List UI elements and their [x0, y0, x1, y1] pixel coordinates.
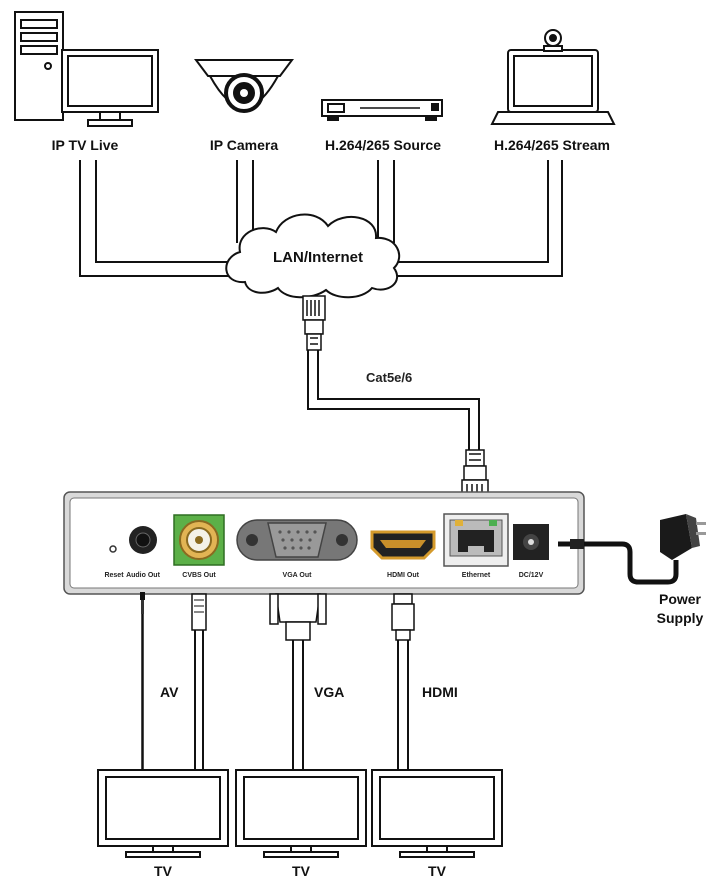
hdmi-cable: [391, 593, 415, 770]
audio-cable: [140, 592, 145, 770]
power-cable: [558, 539, 679, 585]
power-adapter-icon: [660, 514, 706, 560]
cvbs-cable: [191, 593, 207, 770]
cvbs-out-label: CVBS Out: [182, 572, 216, 579]
rj45-plug-top: [302, 295, 326, 351]
tv-2-icon: [235, 769, 367, 858]
lan-cloud: LAN/Internet: [225, 213, 401, 299]
hdmi-out-label: HDMI Out: [387, 572, 420, 579]
tv-3-label: TV: [428, 863, 447, 879]
vga-label: VGA: [314, 684, 344, 700]
laptop-icon: [490, 29, 616, 125]
av-label: AV: [160, 684, 179, 700]
desktop-pc-icon: [14, 11, 159, 127]
ethernet-cable: Cat5e/6: [302, 295, 489, 505]
h264-stream-label: H.264/265 Stream: [494, 137, 610, 153]
dc-label: DC/12V: [519, 572, 544, 579]
ethernet-label: Ethernet: [462, 572, 491, 579]
audio-out-label: Audio Out: [126, 572, 160, 579]
hdmi-label: HDMI: [422, 684, 458, 700]
cvbs-connector: [173, 514, 225, 566]
tv-1-icon: [97, 769, 229, 858]
lan-cloud-label: LAN/Internet: [273, 249, 363, 266]
dc-jack: [513, 524, 549, 560]
ethernet-port: [443, 513, 509, 567]
vga-out-label: VGA Out: [283, 572, 313, 579]
reset-label: Reset: [104, 572, 124, 579]
hdmi-port: [370, 530, 436, 560]
tv-1-label: TV: [154, 863, 173, 879]
set-top-box-icon: [321, 99, 443, 121]
vga-cable: [269, 593, 327, 770]
audio-out-jack: [129, 526, 157, 554]
ip-tv-live-label: IP TV Live: [52, 137, 119, 153]
vga-port: [236, 519, 358, 561]
cable-label: Cat5e/6: [366, 370, 412, 385]
ip-camera-icon: [194, 59, 294, 113]
tv-2-label: TV: [292, 863, 311, 879]
power-supply-label-line2: Supply: [657, 610, 704, 626]
power-supply-label-line1: Power: [659, 591, 702, 607]
tv-3-icon: [371, 769, 503, 858]
ip-camera-label: IP Camera: [210, 137, 278, 153]
h264-source-label: H.264/265 Source: [325, 137, 441, 153]
network-wiring: [79, 160, 563, 277]
reset-button[interactable]: [109, 545, 117, 553]
